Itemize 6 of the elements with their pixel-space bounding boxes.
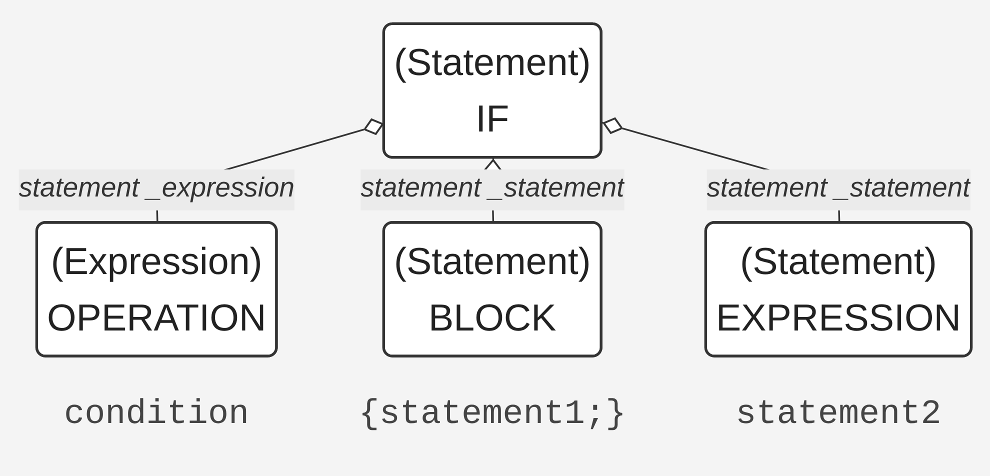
edge-label: statement _expression: [18, 174, 294, 204]
node-label: statement2: [736, 396, 942, 435]
node-label: {statement1;}: [358, 396, 626, 435]
edge-label: statement _statement: [706, 174, 970, 204]
edge-label: statement _statement: [360, 174, 624, 204]
node-label: condition: [64, 396, 250, 435]
